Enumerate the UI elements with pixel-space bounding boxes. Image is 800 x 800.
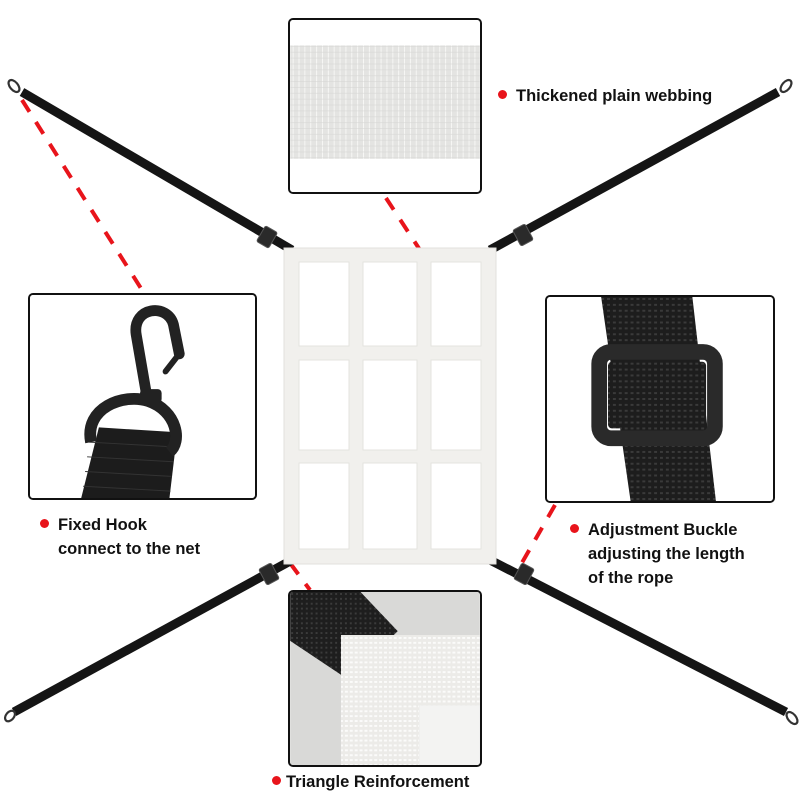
webbing-closeup-icon bbox=[290, 20, 480, 192]
strap-top-right bbox=[487, 88, 781, 254]
callout-hook-subtitle: connect to the net bbox=[58, 540, 201, 558]
callout-reinforcement: Triangle Reinforcement bbox=[272, 770, 469, 794]
bullet-dot-icon bbox=[570, 524, 579, 534]
snap-hook-closeup-icon bbox=[30, 295, 255, 498]
slide-buckle-closeup-icon bbox=[547, 297, 773, 501]
callout-buckle-title: Adjustment Buckle bbox=[588, 521, 738, 539]
hook-icon bbox=[7, 78, 21, 94]
bullet-dot-icon bbox=[40, 519, 49, 529]
hook-icon bbox=[779, 78, 793, 94]
hook-icon bbox=[785, 710, 799, 726]
webbing-closeup-panel bbox=[288, 18, 482, 194]
bullet-dot-icon bbox=[498, 90, 507, 100]
leader-line-hook bbox=[20, 98, 144, 292]
buckle-icon bbox=[513, 562, 535, 586]
strap-bottom-left bbox=[11, 556, 295, 716]
end-hooks bbox=[3, 78, 799, 726]
strap-buckles bbox=[256, 223, 535, 586]
strap-bottom-right bbox=[487, 555, 789, 717]
callout-reinforcement-title: Triangle Reinforcement bbox=[286, 773, 470, 791]
hook-icon bbox=[3, 709, 17, 723]
leader-line-reinforcement bbox=[288, 561, 312, 592]
corner-reinforcement-closeup-icon bbox=[290, 592, 480, 765]
callout-hook-title: Fixed Hook bbox=[58, 516, 147, 534]
straps bbox=[11, 88, 789, 717]
buckle-icon bbox=[256, 225, 278, 249]
leader-line-webbing bbox=[384, 196, 422, 252]
callout-hook: Fixed Hook connect to the net bbox=[40, 513, 200, 561]
cargo-net bbox=[283, 247, 497, 565]
callout-buckle-subtitle-1: adjusting the length bbox=[588, 545, 745, 563]
reinforcement-closeup-panel bbox=[288, 590, 482, 767]
bullet-dot-icon bbox=[272, 776, 281, 786]
callout-buckle-subtitle-2: of the rope bbox=[588, 569, 674, 587]
leader-lines bbox=[20, 98, 557, 592]
buckle-icon bbox=[258, 562, 280, 586]
callout-webbing-title: Thickened plain webbing bbox=[516, 87, 713, 105]
callout-webbing: Thickened plain webbing bbox=[498, 84, 712, 108]
leader-line-buckle bbox=[513, 504, 557, 576]
buckle-closeup-panel bbox=[545, 295, 775, 503]
hook-closeup-panel bbox=[28, 293, 257, 500]
strap-top-left bbox=[19, 88, 295, 254]
callout-buckle: Adjustment Buckle adjusting the length o… bbox=[570, 518, 745, 590]
buckle-icon bbox=[512, 223, 534, 247]
